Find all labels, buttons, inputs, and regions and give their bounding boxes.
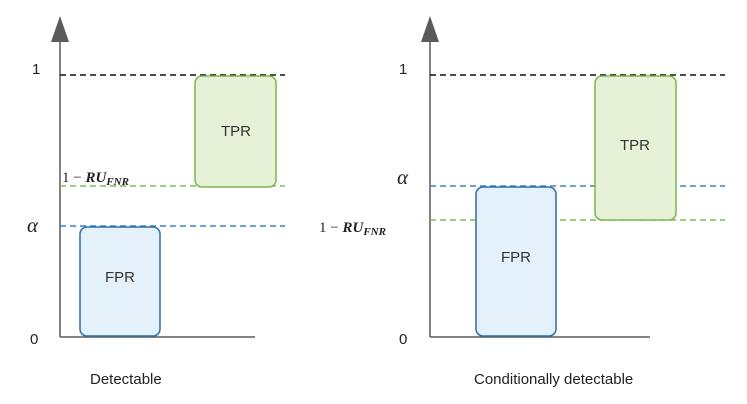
fpr-box	[475, 186, 557, 337]
rufnr-label: 1 − RUFNR	[319, 220, 386, 238]
y-tick-0: 0	[30, 331, 38, 348]
panel-detectable: 1 0 α 1 − RUFNR FPR TPR Detectable	[27, 16, 285, 388]
fpr-label: FPR	[501, 249, 531, 266]
rufnr-prefix: 1 −	[319, 220, 342, 236]
rufnr-label: 1 − RUFNR	[62, 170, 129, 188]
y-axis-arrow-icon	[51, 16, 69, 42]
panel-caption: Detectable	[90, 371, 162, 388]
rufnr-main: RU	[341, 220, 364, 236]
tpr-label: TPR	[221, 123, 251, 140]
tpr-label: TPR	[620, 137, 650, 154]
rufnr-sub: FNR	[105, 176, 129, 188]
fpr-box	[79, 226, 161, 337]
fpr-label: FPR	[105, 269, 135, 286]
rufnr-main: RU	[84, 170, 107, 186]
y-tick-0: 0	[399, 331, 407, 348]
tpr-box	[594, 75, 677, 221]
rufnr-prefix: 1 −	[62, 170, 85, 186]
alpha-label: α	[27, 213, 39, 237]
y-axis-arrow-icon	[421, 16, 439, 42]
y-tick-1: 1	[32, 61, 40, 78]
panel-caption: Conditionally detectable	[474, 371, 633, 388]
tpr-box	[194, 75, 277, 188]
rufnr-sub: FNR	[362, 226, 386, 238]
y-tick-1: 1	[399, 61, 407, 78]
alpha-label: α	[397, 165, 409, 189]
panel-conditionally-detectable: 1 0 α 1 − RUFNR FPR TPR Conditionally de…	[319, 16, 725, 388]
